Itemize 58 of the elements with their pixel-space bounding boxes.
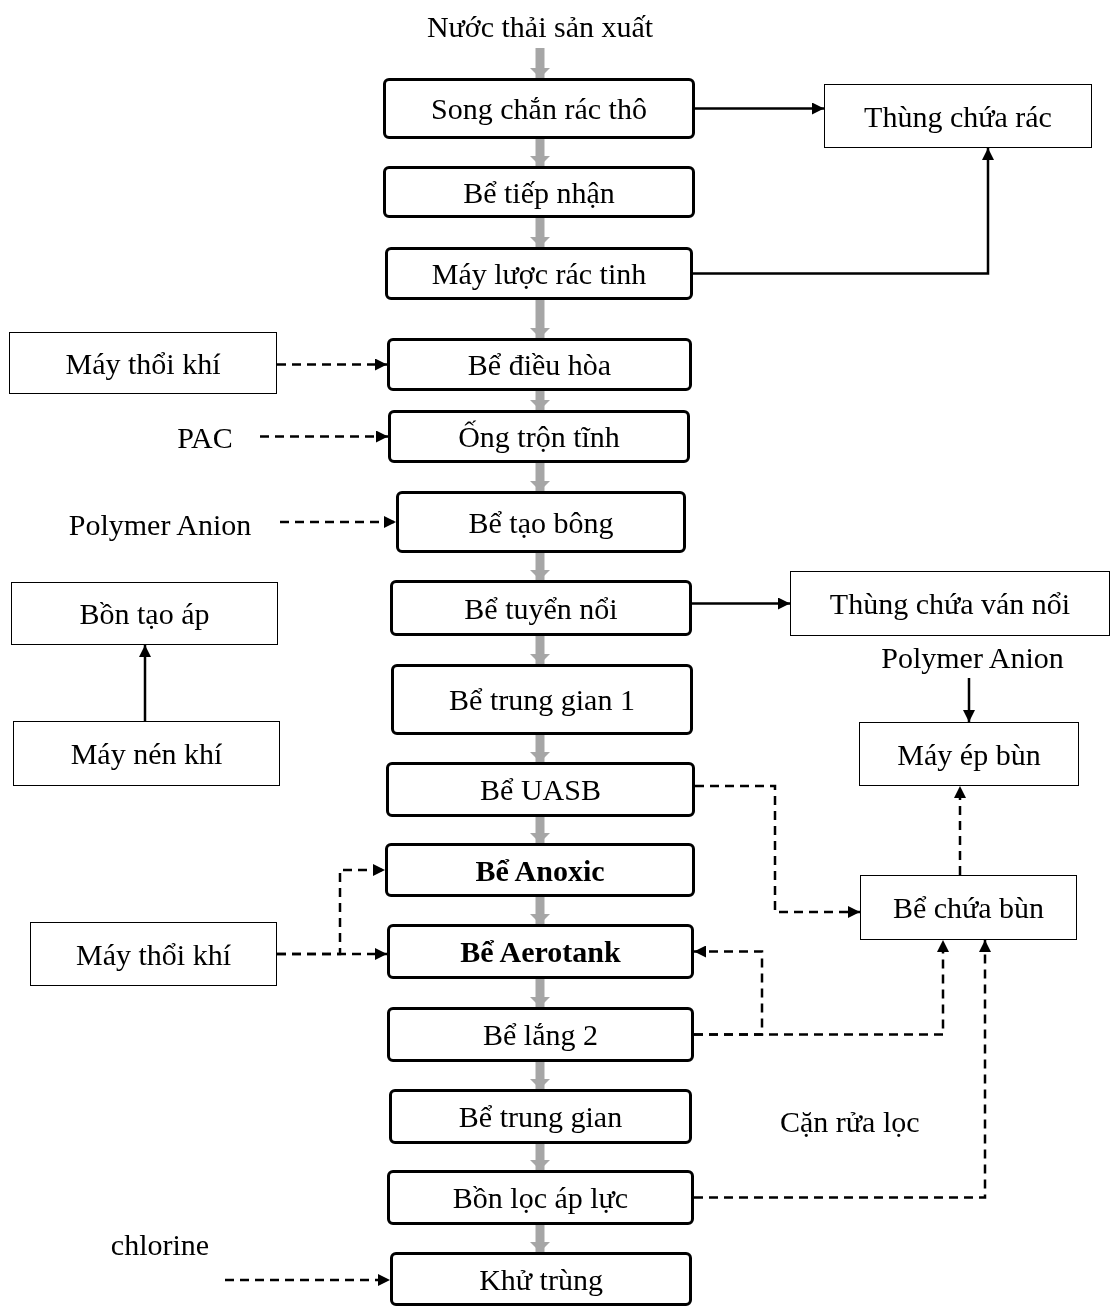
process-box: Ống trộn tĩnh	[388, 410, 690, 463]
equipment-box: Bể chứa bùn	[860, 875, 1077, 940]
arrow	[225, 1274, 390, 1286]
process-box: Máy lược rác tinh	[385, 247, 693, 300]
flow-arrow	[530, 735, 550, 762]
process-box: Bồn lọc áp lực	[387, 1170, 694, 1225]
arrow	[695, 102, 824, 115]
process-box: Bể lắng 2	[387, 1007, 694, 1062]
arrow	[139, 645, 151, 721]
process-box: Khử trùng	[390, 1252, 692, 1306]
arrow	[695, 784, 860, 918]
flow-arrow	[530, 48, 550, 78]
input-text: chlorine	[95, 1222, 225, 1266]
arrow	[954, 786, 966, 875]
flow-arrow	[530, 218, 550, 247]
arrow	[260, 430, 388, 443]
equipment-box: Máy nén khí	[13, 721, 280, 786]
process-box: Bể Anoxic	[385, 843, 695, 897]
arrow	[692, 597, 790, 610]
equipment-box: Thùng chứa ván nổi	[790, 571, 1110, 636]
process-box: Bể trung gian	[389, 1089, 692, 1144]
process-box: Bể tạo bông	[396, 491, 686, 553]
arrow	[694, 940, 949, 1036]
process-box: Bể Aerotank	[387, 924, 694, 979]
process-box: Bể trung gian 1	[391, 664, 693, 735]
flow-arrow	[530, 979, 550, 1007]
equipment-box: Thùng chứa rác	[824, 84, 1092, 148]
flow-arrow	[530, 1225, 550, 1252]
equipment-box: Bồn tạo áp	[11, 582, 278, 645]
equipment-box: Máy thổi khí	[30, 922, 277, 986]
flow-arrow	[530, 817, 550, 843]
flow-arrow	[530, 139, 550, 166]
flow-arrow	[530, 1144, 550, 1170]
flow-arrow	[530, 463, 550, 491]
flow-arrow	[530, 300, 550, 338]
process-box: Bể tiếp nhận	[383, 166, 695, 218]
arrow	[280, 516, 396, 528]
process-box: Bể điều hòa	[387, 338, 692, 391]
process-box: Bể UASB	[386, 762, 695, 817]
arrow	[963, 678, 975, 722]
equipment-box: Máy thổi khí	[9, 332, 277, 394]
process-box: Song chắn rác thô	[383, 78, 695, 139]
arrow	[693, 148, 994, 275]
flow-arrow	[530, 1062, 550, 1089]
arrow	[277, 358, 387, 371]
flow-arrow	[530, 636, 550, 664]
input-text: Polymer Anion	[40, 502, 280, 546]
process-box: Bể tuyển nổi	[390, 580, 692, 636]
flow-arrow	[530, 897, 550, 924]
arrow	[694, 940, 991, 1199]
arrow	[277, 948, 387, 960]
note-text: Cặn rửa lọc	[780, 1105, 920, 1139]
flow-arrow	[530, 553, 550, 580]
flow-arrow	[530, 391, 550, 410]
input-text: Nước thải sản xuất	[395, 4, 685, 48]
input-text: Polymer Anion	[855, 636, 1090, 678]
input-text: PAC	[150, 415, 260, 459]
equipment-box: Máy ép bùn	[859, 722, 1079, 786]
